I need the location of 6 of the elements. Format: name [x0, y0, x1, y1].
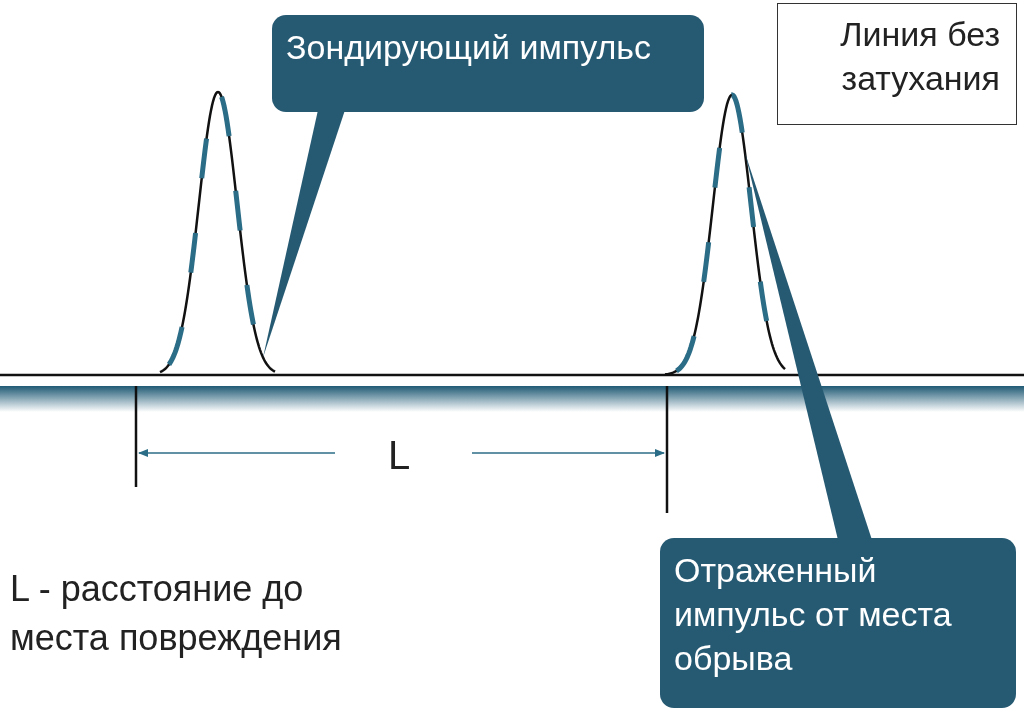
leader-line [745, 152, 872, 540]
label-box: Линия без затухания [777, 3, 1017, 125]
note-text: L - расстояние до места повреждения [10, 567, 343, 660]
leader-line [263, 110, 345, 358]
callout-box: Отраженный импульс от места обрыва [660, 538, 1016, 708]
dimension-label: L [388, 432, 411, 479]
